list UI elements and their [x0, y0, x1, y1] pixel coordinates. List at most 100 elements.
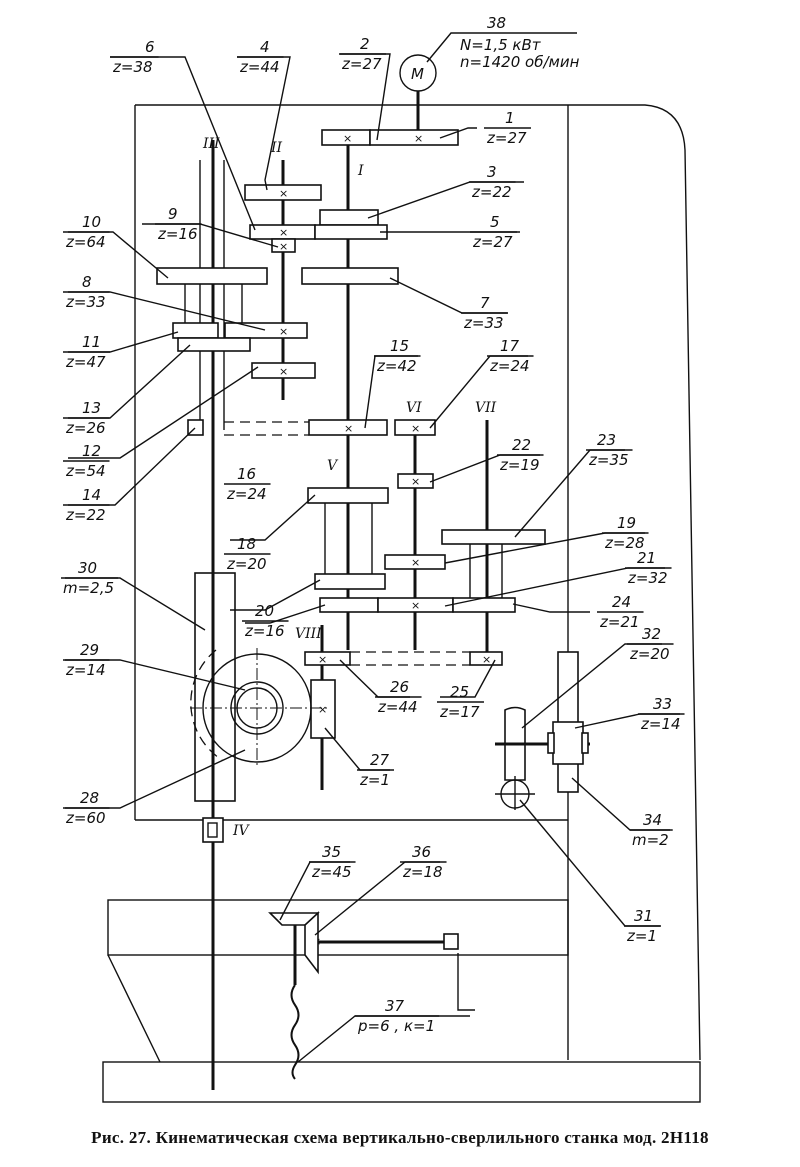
gear-18 [314, 573, 386, 590]
callout-17-param: z=24 [489, 357, 530, 375]
marker-2: × [343, 132, 352, 145]
screw-37 [290, 984, 300, 1080]
leader-16 [230, 494, 316, 541]
marker-19: × [411, 556, 420, 569]
handwheel-mechanism [495, 651, 590, 810]
callout-28-param: z=60 [65, 809, 106, 827]
callout-4-param: z=44 [239, 58, 280, 76]
callout-10-num: 10 [82, 213, 101, 231]
feed-mechanism [190, 572, 330, 843]
base-slope [107, 954, 161, 1063]
shaft-label-I: I [357, 163, 364, 179]
callout-4-num: 4 [260, 38, 270, 56]
callout-14-param: z=22 [65, 506, 106, 524]
marker-21: × [411, 599, 420, 612]
callout-23-param: z=35 [588, 451, 629, 469]
callout-31-num: 31 [634, 907, 653, 925]
callout-6-param: z=38 [112, 58, 153, 76]
callout-18-num: 18 [237, 535, 256, 553]
callout-3-num: 3 [487, 163, 497, 181]
gear-7 [301, 267, 399, 285]
marker-27: × [318, 703, 327, 716]
callout-20-param: z=16 [244, 622, 285, 640]
leader-6 [110, 56, 256, 231]
motor-number: 38 [487, 14, 506, 32]
callout-35-num: 35 [322, 843, 341, 861]
callout-21-param: z=32 [627, 569, 668, 587]
gear-23 [441, 529, 546, 545]
handle-lever [457, 953, 475, 1011]
callout-9-param: z=16 [157, 225, 198, 243]
shaft-label-IV: IV [232, 823, 251, 839]
gear-16 [307, 487, 389, 504]
shaft-label-VIII: VIII [295, 626, 322, 642]
callout-28-num: 28 [80, 789, 99, 807]
callout-1-param: z=27 [486, 129, 527, 147]
marker-26: × [318, 653, 327, 666]
shaft-label-VII: VII [475, 400, 497, 416]
marker-15: × [344, 422, 353, 435]
shaft-label-III: III [202, 136, 220, 152]
callout-35-param: z=45 [311, 863, 352, 881]
callout-18-param: z=20 [226, 555, 267, 573]
callout-11-num: 11 [82, 333, 101, 351]
gear-24 [452, 597, 516, 613]
callout-21-num: 21 [637, 549, 656, 567]
callout-24-param: z=21 [599, 613, 640, 631]
callout-22-num: 22 [512, 436, 531, 454]
callout-30-num: 30 [78, 559, 97, 577]
marker-9: × [279, 240, 288, 253]
callout-5-num: 5 [490, 213, 500, 231]
shaft-label-V: V [327, 458, 339, 474]
marker-22: × [411, 475, 420, 488]
callout-30-param: m=2,5 [63, 579, 114, 597]
gear-13 [177, 337, 251, 352]
marker-8: × [279, 325, 288, 338]
gear-5 [314, 224, 388, 240]
gear-19 [384, 554, 446, 570]
callout-29-num: 29 [80, 641, 99, 659]
gear-1 [369, 129, 459, 146]
callout-36-param: z=18 [402, 863, 443, 881]
marker-4: × [279, 187, 288, 200]
callout-15-param: z=42 [376, 357, 417, 375]
gear-8 [224, 322, 308, 339]
callout-22-param: z=19 [499, 456, 540, 474]
gear-10 [156, 267, 268, 285]
marker-12: × [279, 365, 288, 378]
callout-31-param: z=1 [626, 927, 657, 945]
callout-32-num: 32 [642, 625, 661, 643]
callout-2-param: z=27 [341, 55, 382, 73]
callout-23-num: 23 [597, 431, 616, 449]
callout-8-param: z=33 [65, 293, 106, 311]
callout-20-num: 20 [255, 602, 274, 620]
motor-leader [426, 32, 577, 63]
leader-25 [440, 659, 496, 698]
handle-square [443, 933, 459, 950]
callout-27-num: 27 [370, 751, 390, 769]
motor: M 38 N=1,5 кВт n=1420 об/мин [399, 14, 580, 130]
leader-18 [230, 579, 321, 611]
callout-33-param: z=14 [640, 715, 681, 733]
gear-33-hub-r [581, 732, 589, 754]
motor-power: N=1,5 кВт [460, 36, 542, 54]
callout-9-num: 9 [168, 205, 178, 223]
gear-4 [244, 184, 322, 201]
callout-34-num: 34 [643, 811, 662, 829]
callout-27-param: z=1 [359, 771, 390, 789]
shaft-label-II: II [270, 140, 283, 156]
callout-11-param: z=47 [65, 353, 106, 371]
base-plate [102, 1061, 701, 1103]
marker-6: × [279, 226, 288, 239]
gear-20 [319, 597, 379, 613]
callout-29-param: z=14 [65, 661, 106, 679]
callout-33-num: 33 [653, 695, 672, 713]
callout-34-param: m=2 [632, 831, 669, 849]
leader-24 [512, 603, 590, 613]
callout-labels: 6 z=38 4 z=44 2 z=27 1 z=27 3 z=22 5 z=2… [61, 35, 685, 1035]
callout-24-num: 24 [612, 593, 631, 611]
gear-11 [172, 322, 219, 339]
gears [156, 129, 546, 739]
callout-10-param: z=64 [65, 233, 106, 251]
callout-37-param: p=6 , к=1 [357, 1017, 435, 1035]
